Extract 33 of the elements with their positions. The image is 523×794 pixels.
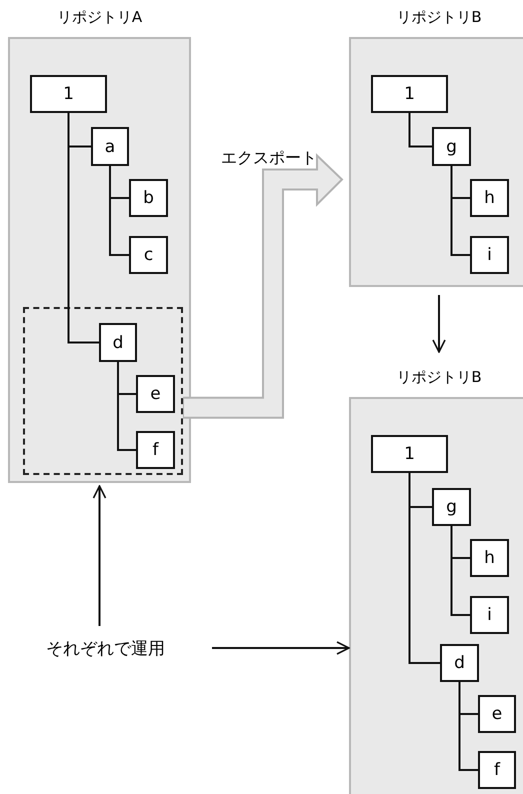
tree-node-box: d	[99, 323, 137, 362]
tree-node-box: 1	[371, 75, 448, 113]
tree-node-box: a	[91, 127, 129, 166]
tree-node-box: i	[470, 236, 509, 274]
panel-title: リポジトリA	[56, 8, 142, 27]
tree-connector	[458, 682, 478, 771]
tree-connector	[68, 113, 99, 344]
tree-node-box: c	[129, 236, 168, 274]
tree-node-box: f	[478, 751, 516, 789]
arrow	[212, 641, 350, 655]
tree-node-box: h	[470, 179, 509, 217]
operation-label: それぞれで運用	[46, 634, 196, 662]
tree-node-box: d	[440, 644, 479, 682]
block-arrow	[183, 153, 344, 419]
tree-node-box: e	[136, 375, 175, 413]
tree-node-box: b	[129, 179, 168, 217]
arrow	[92, 485, 106, 626]
tree-node-box: i	[470, 596, 509, 634]
tree-node-box: 1	[30, 75, 107, 113]
tree-connector	[408, 113, 432, 148]
edge-label: エクスポート	[221, 148, 317, 168]
tree-connector	[408, 473, 440, 664]
dashed-selection-box	[23, 307, 183, 475]
arrow	[432, 295, 446, 353]
tree-node-box: g	[432, 127, 471, 166]
tree-node-box: f	[136, 431, 175, 469]
tree-node-box: h	[470, 539, 509, 577]
tree-connector	[109, 166, 129, 256]
panel-title: リポジトリB	[396, 8, 482, 27]
tree-node-box: e	[478, 695, 516, 733]
tree-node-box: 1	[371, 435, 448, 473]
panel-title: リポジトリB	[396, 368, 482, 387]
tree-node-box: g	[432, 488, 471, 526]
